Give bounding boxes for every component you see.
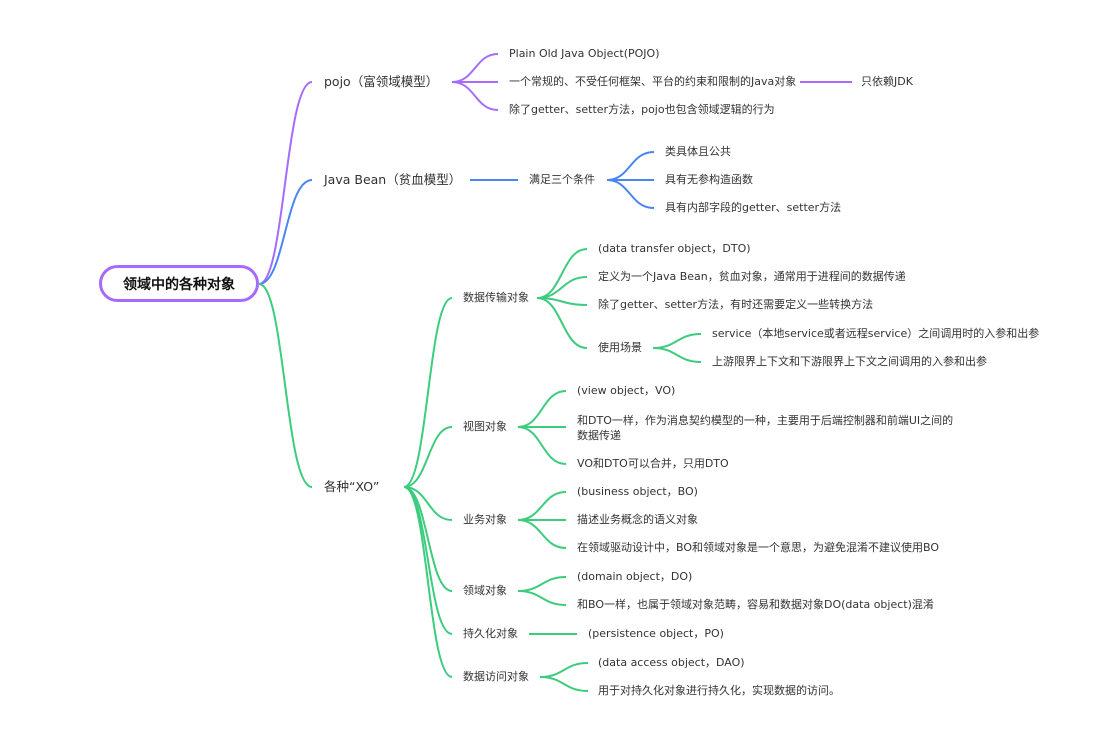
node-vo[interactable]: 视图对象 <box>463 420 507 433</box>
connector-root-javabean <box>258 179 313 285</box>
javabean-item-3[interactable]: 具有内部字段的getter、setter方法 <box>665 201 842 214</box>
node-xo[interactable]: 各种“XO” <box>324 479 380 494</box>
node-dto[interactable]: 数据传输对象 <box>463 291 529 304</box>
vo-item-2[interactable]: 和DTO一样，作为消息契约模型的一种，主要用于后端控制器和前端UI之间的数据传递 <box>577 414 954 442</box>
connector-root-pojo <box>258 81 313 285</box>
bo-item-2[interactable]: 描述业务概念的语义对象 <box>577 513 698 526</box>
connector-jb-1 <box>606 151 655 181</box>
connector-dto-1 <box>536 248 588 299</box>
connector-xo-po <box>403 486 453 635</box>
connector-xo-dto <box>403 297 453 488</box>
node-bo[interactable]: 业务对象 <box>463 513 507 526</box>
dto-item-1[interactable]: (data transfer object，DTO) <box>598 242 751 255</box>
pojo-item-1[interactable]: Plain Old Java Object(POJO) <box>509 47 660 60</box>
connector-pojo-1 <box>451 53 499 83</box>
bo-item-3[interactable]: 在领域驱动设计中，BO和领域对象是一个意思，为避免混淆不建议使用BO <box>577 541 940 554</box>
pojo-item-2[interactable]: 一个常规的、不受任何框架、平台的约束和限制的Java对象 <box>509 75 797 88</box>
connector-xo-bo <box>403 486 453 521</box>
dao-item-2[interactable]: 用于对持久化对象进行持久化，实现数据的访问。 <box>598 684 840 697</box>
javabean-item-1[interactable]: 类具体且公共 <box>665 145 731 158</box>
connector-vo-3 <box>517 426 567 465</box>
connector-do-1 <box>517 576 567 592</box>
connector-do-2 <box>517 590 567 606</box>
connector-root-xo <box>258 283 313 488</box>
connector-xo-dao <box>403 486 453 678</box>
connector-usage-2 <box>652 347 702 363</box>
node-po[interactable]: 持久化对象 <box>463 627 518 640</box>
dto-usage-item-1[interactable]: service（本地service或者远程service）之间调用时的入参和出参 <box>712 327 1040 340</box>
dto-usage[interactable]: 使用场景 <box>598 341 642 354</box>
connector-bo-3 <box>517 519 567 549</box>
node-javabean[interactable]: Java Bean（贫血模型） <box>324 172 462 187</box>
javabean-mid[interactable]: 满足三个条件 <box>529 173 595 186</box>
do-item-2[interactable]: 和BO一样，也属于领域对象范畴，容易和数据对象DO(data object)混淆 <box>577 598 934 611</box>
bo-item-1[interactable]: (business object，BO) <box>577 485 698 498</box>
node-do[interactable]: 领域对象 <box>463 584 507 597</box>
connector-dto-usage <box>536 297 588 349</box>
node-dao[interactable]: 数据访问对象 <box>463 670 529 683</box>
dto-item-2[interactable]: 定义为一个Java Bean，贫血对象，通常用于进程间的数据传递 <box>598 270 906 283</box>
connector-bo-1 <box>517 491 567 521</box>
root-node[interactable]: 领域中的各种对象 <box>99 265 259 302</box>
pojo-extra[interactable]: 只依赖JDK <box>861 75 913 88</box>
do-item-1[interactable]: (domain object，DO) <box>577 570 693 583</box>
vo-item-1[interactable]: (view object，VO) <box>577 384 676 397</box>
connector-usage-1 <box>652 333 702 349</box>
connector-xo-vo <box>403 426 453 488</box>
connector-dao-1 <box>539 662 589 678</box>
vo-item-3[interactable]: VO和DTO可以合并，只用DTO <box>577 457 729 470</box>
connector-dto-2 <box>536 276 588 299</box>
dto-item-3[interactable]: 除了getter、setter方法，有时还需要定义一些转换方法 <box>598 298 874 311</box>
dto-usage-item-2[interactable]: 上游限界上下文和下游限界上下文之间调用的入参和出参 <box>712 355 987 368</box>
connector-pojo-3 <box>451 81 499 111</box>
javabean-item-2[interactable]: 具有无参构造函数 <box>665 173 753 186</box>
dao-item-1[interactable]: (data access object，DAO) <box>598 656 745 669</box>
connector-dao-2 <box>539 676 589 692</box>
po-item-1[interactable]: (persistence object，PO) <box>588 627 724 640</box>
connector-jb-3 <box>606 179 655 209</box>
pojo-item-3[interactable]: 除了getter、setter方法，pojo也包含领域逻辑的行为 <box>509 103 775 116</box>
connector-vo-1 <box>517 390 567 428</box>
node-pojo[interactable]: pojo（富领域模型） <box>324 74 439 89</box>
